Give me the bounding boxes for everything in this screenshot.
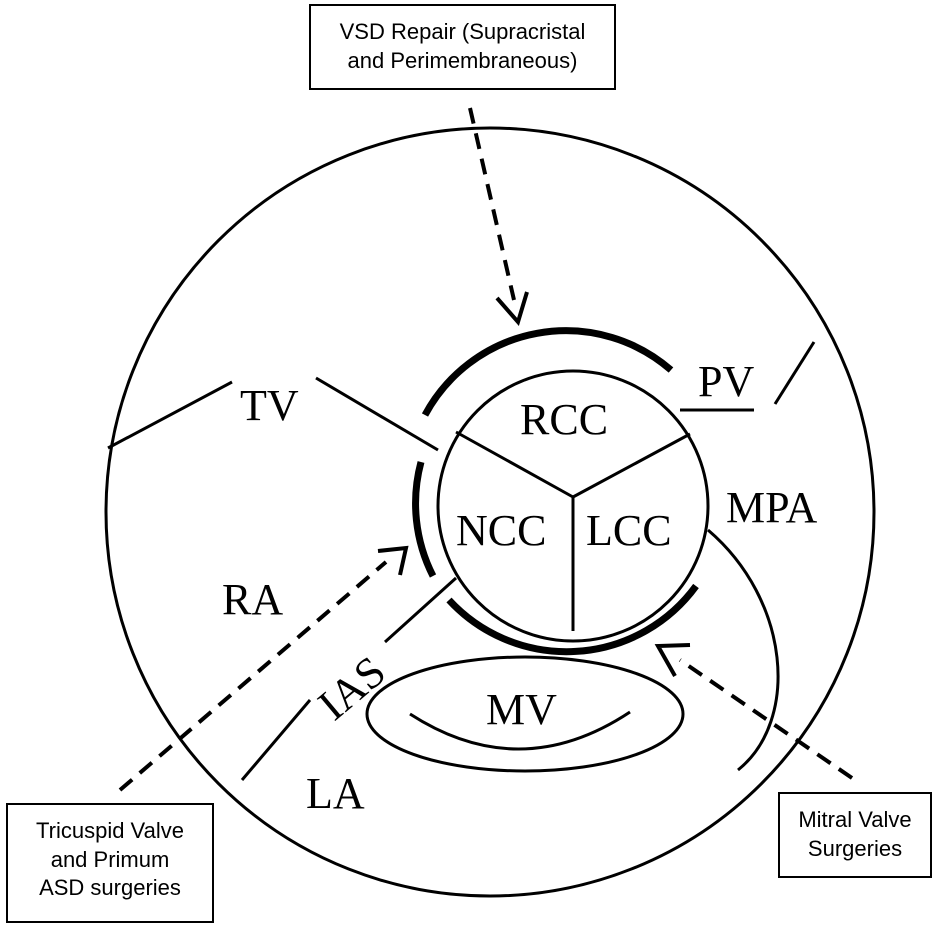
label-pv: PV [698, 357, 754, 406]
vsd-repair-callout: VSD Repair (Supracristal and Perimembran… [309, 4, 616, 90]
commissure-rcc-ncc [455, 430, 574, 499]
label-mpa: MPA [726, 483, 818, 532]
ias-line-lower [240, 699, 312, 781]
mitral-arrow-line [678, 658, 854, 780]
label-lcc: LCC [586, 506, 672, 555]
tricuspid-callout-line-1: Tricuspid Valve [36, 818, 184, 843]
tv-line-left [107, 380, 233, 450]
label-ias: IAS [309, 647, 395, 730]
mitral-leaflet-curve [409, 710, 631, 751]
label-ncc: NCC [456, 506, 546, 555]
label-mv: MV [486, 685, 557, 734]
label-la: LA [306, 769, 365, 818]
commissure-rcc-lcc [572, 432, 691, 499]
vsd-arrow-line [468, 107, 516, 301]
ias-line-upper [383, 576, 458, 644]
vsd-arrow-head [495, 291, 529, 327]
mitral-valve-ellipse [365, 655, 685, 773]
mitral-callout-line-1: Mitral Valve [798, 807, 912, 832]
tricuspid-callout: Tricuspid Valve and Primum ASD surgeries [6, 803, 214, 923]
tricuspid-callout-line-3: ASD surgeries [39, 875, 181, 901]
tricuspid-arc [412, 461, 437, 578]
pv-line-diagonal [773, 341, 816, 405]
tricuspid-arrow-head [377, 545, 409, 576]
label-ra: RA [222, 575, 283, 624]
outer-heart-circle [104, 126, 876, 898]
vsd-arc [421, 327, 674, 417]
mpa-curve [707, 528, 780, 772]
mitral-callout-line-2: Surgeries [807, 835, 903, 861]
mitral-arrow-head [654, 643, 691, 677]
mitral-arc [446, 583, 699, 656]
tv-line-right [315, 376, 439, 452]
aortic-valve-circle [436, 369, 710, 643]
mitral-callout: Mitral Valve Surgeries [778, 792, 932, 878]
vsd-callout-line-1: VSD Repair (Supracristal [339, 19, 586, 44]
tricuspid-callout-line-2: and Primum [50, 846, 170, 872]
label-rcc: RCC [520, 395, 608, 444]
label-tv: TV [240, 381, 299, 430]
vsd-callout-line-2: and Perimembraneous) [347, 47, 578, 73]
tricuspid-arrow-line [118, 560, 388, 792]
